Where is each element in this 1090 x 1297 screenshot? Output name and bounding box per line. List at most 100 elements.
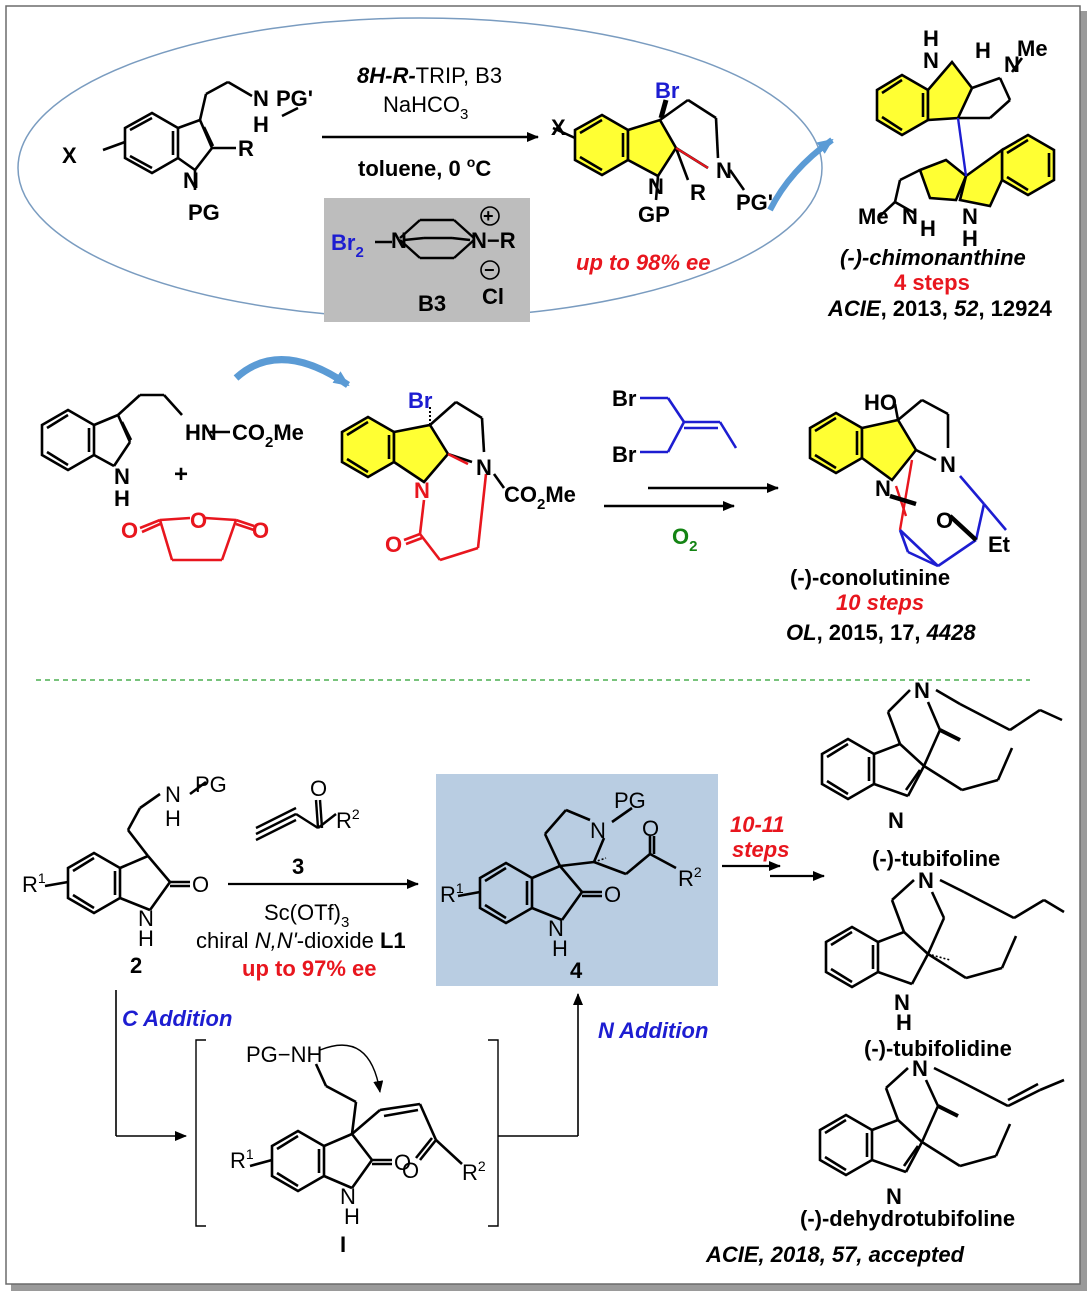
chim-h-nh-bottom: H: [962, 226, 978, 251]
b3-reagent-box: [324, 198, 530, 322]
curved-blue-arrow: [233, 356, 350, 388]
top-sm-r: R: [238, 136, 254, 161]
top-sm-x: X: [62, 143, 77, 168]
anhydride-o-right: O: [252, 518, 269, 543]
int-n-ring: N: [340, 1184, 356, 1209]
chim-n-me-top: N: [1004, 52, 1020, 77]
ynone-o: O: [310, 776, 327, 801]
middle-plus: +: [174, 461, 188, 488]
top-prod-pgp: PG': [736, 190, 773, 215]
conol-ho: HO: [864, 390, 897, 415]
tubid-h-bottom: H: [896, 1010, 912, 1035]
ynone-label: 3: [292, 854, 304, 879]
dibromide-reagent: [640, 396, 738, 454]
top-sm-h: H: [253, 112, 269, 137]
anhydride-o-left: O: [121, 518, 138, 543]
intermediate-I-structure: [249, 1063, 463, 1193]
chim-h-top: H: [923, 26, 939, 51]
int-r2: R2: [462, 1158, 486, 1185]
int-o-lactam: O: [394, 1150, 411, 1175]
anhydride-o-ring: O: [190, 508, 207, 533]
steps-line2: steps: [732, 837, 789, 862]
p4-n: N: [590, 818, 606, 843]
chim-n-top: N: [923, 48, 939, 73]
trp-n: N: [114, 464, 130, 489]
mid-prod-co2me: CO2Me: [504, 482, 576, 513]
chim-ref: ACIE, 2013, 52, 12924: [827, 296, 1053, 321]
c-addition-label: C Addition: [122, 1006, 232, 1031]
b3-plus: +: [483, 206, 494, 226]
top-product: [552, 98, 746, 201]
conol-n-left: N: [875, 476, 891, 501]
p4-r1: R1: [440, 880, 464, 907]
arrow-to-chimonanthine: [767, 137, 834, 212]
dehydro-n-top: N: [912, 1056, 928, 1081]
chim-me-bottom: Me: [858, 204, 889, 229]
tubifolidine-name: (-)-tubifolidine: [864, 1036, 1012, 1061]
chimonanthine-structure: [875, 57, 1056, 217]
succinic-anhydride: [139, 516, 255, 562]
chim-n-bottom: N: [962, 204, 978, 229]
top-sm-pg: PG: [188, 200, 220, 225]
mid-prod-o: O: [385, 532, 402, 557]
p4-o-lactam: O: [604, 882, 621, 907]
bottom-ee: up to 97% ee: [242, 956, 376, 981]
top-prod-n-left: N: [648, 174, 664, 199]
p4-o-ketone: O: [642, 816, 659, 841]
sm2-label: 2: [130, 953, 142, 978]
top-scheme: X N H PG' R N PG 8H-R-TRIP, B3 NaHCO3 to…: [17, 17, 1056, 322]
ynone-3-structure: [255, 799, 337, 842]
conol-o: O: [936, 508, 953, 533]
int-label: I: [340, 1232, 346, 1257]
int-pgnh: PG−NH: [246, 1042, 322, 1067]
sm2-r1: R1: [22, 870, 46, 897]
bracket-left: [195, 1039, 206, 1227]
sm2-pg: PG: [195, 772, 227, 797]
dehydro-name: (-)-dehydrotubifoline: [800, 1206, 1015, 1231]
tubifoline-structure: [820, 688, 1063, 801]
bottom-scheme: N H PG O N H R1 2 O R2 3 Sc(OTf)3 chiral…: [22, 678, 1065, 1267]
conolutinine-structure: [808, 398, 1007, 568]
tubifoline-name: (-)-tubifoline: [872, 846, 1000, 871]
intermediate-curved-arrow: [319, 1044, 384, 1093]
product-4-box: [436, 774, 718, 986]
top-ee: up to 98% ee: [576, 250, 710, 275]
b3-n-right: N−R: [471, 228, 516, 253]
steps-line1: 10-11: [730, 812, 785, 837]
tryptamine-structure: [40, 393, 230, 472]
top-prod-r: R: [690, 180, 706, 205]
chim-n-me-bottom: N: [902, 204, 918, 229]
dehydrotubifoline-structure: [818, 1066, 1065, 1177]
sm2-h-ring: H: [138, 926, 154, 951]
chim-steps: 4 steps: [894, 270, 970, 295]
top-sm-pgp: PG': [276, 86, 313, 111]
mid-prod-br: Br: [408, 388, 433, 413]
tubifolidine-structure: [824, 878, 1065, 989]
dehydro-n-bottom: N: [886, 1184, 902, 1209]
top-conditions: toluene, 0 oC: [358, 154, 491, 181]
sm2-n-ring: N: [138, 906, 154, 931]
middle-product: [340, 400, 506, 562]
top-prod-gp: GP: [638, 202, 670, 227]
b3-structure: [375, 218, 475, 260]
mid-prod-n-right: N: [476, 455, 492, 480]
int-r1: R1: [230, 1146, 254, 1173]
bracket-right: [488, 1039, 499, 1227]
trp-nh: HN: [185, 420, 217, 445]
p4-h-ring: H: [552, 936, 568, 961]
int-h-ring: H: [344, 1204, 360, 1229]
conol-name: (-)-conolutinine: [790, 565, 950, 590]
top-prod-x: X: [551, 115, 566, 140]
chim-h-bottom: H: [920, 216, 936, 241]
int-o-ketone: O: [402, 1158, 419, 1183]
tubif-n-top: N: [914, 678, 930, 703]
catalyst-line1: Sc(OTf)3: [264, 900, 349, 931]
tubid-n-top: N: [918, 868, 934, 893]
mid-prod-n-left: N: [414, 478, 430, 503]
top-prod-br: Br: [655, 78, 680, 103]
tubif-n-bottom: N: [888, 808, 904, 833]
ynone-r2: R2: [336, 806, 360, 833]
p4-label: 4: [570, 958, 583, 983]
chim-h-stereo: H: [975, 38, 991, 63]
mid-o2: O2: [672, 524, 697, 555]
